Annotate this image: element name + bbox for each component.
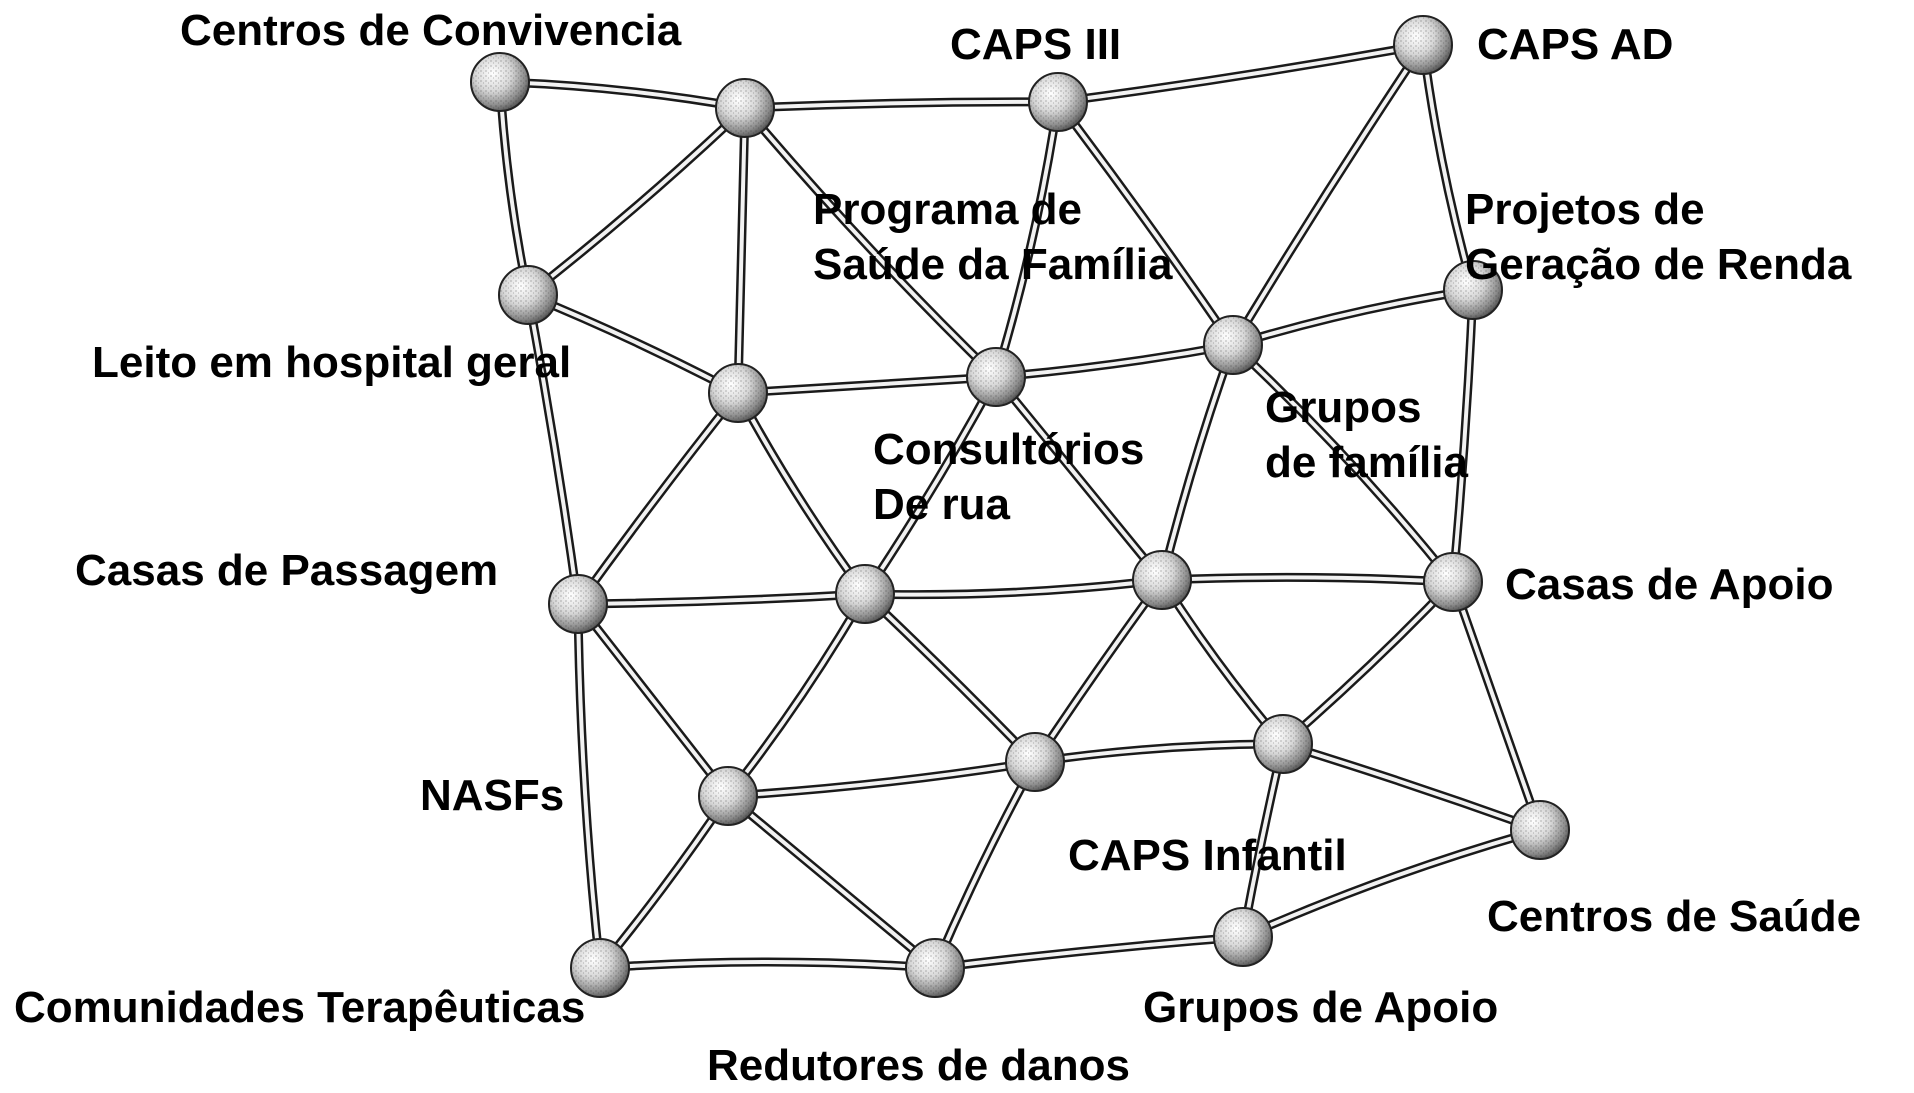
label-grupos-de-familia: Grupos de família [1265, 383, 1468, 487]
network-link [726, 794, 937, 970]
label-redutores-de-danos: Redutores de danos [707, 1041, 1130, 1090]
network-link [1421, 43, 1475, 292]
label-caps-infantil: CAPS Infantil [1068, 831, 1347, 880]
network-link-outline [573, 599, 605, 973]
node-texture [700, 768, 756, 824]
network-link [1451, 580, 1542, 832]
network-link [863, 592, 1037, 764]
label-casas-de-passagem: Casas de Passagem [75, 546, 499, 595]
network-link [743, 99, 1060, 110]
network-node [715, 78, 775, 138]
network-link [576, 602, 730, 798]
node-texture [717, 80, 773, 136]
network-node [1213, 907, 1273, 967]
label-grupos-de-apoio: Grupos de Apoio [1143, 983, 1499, 1032]
network-link [576, 602, 602, 970]
network-node [835, 564, 895, 624]
network-link [1231, 288, 1475, 347]
network-link-outline [723, 589, 870, 801]
network-link [1281, 742, 1542, 832]
network-link [1231, 343, 1455, 584]
label-leito-em-hospital-geral: Leito em hospital geral [92, 338, 572, 387]
node-texture [550, 576, 606, 632]
network-node [966, 347, 1026, 407]
node-texture [1255, 716, 1311, 772]
node-texture [1445, 262, 1501, 318]
network-link [994, 375, 1164, 582]
network-link-outline [1228, 285, 1478, 350]
node-texture [710, 365, 766, 421]
label-nasfs: NASFs [420, 771, 565, 820]
network-link [1241, 828, 1542, 939]
node-texture [1007, 734, 1063, 790]
network-node [548, 574, 608, 634]
label-centros-de-convivencia: Centros de Convivencia [180, 6, 682, 55]
node-texture [1425, 554, 1481, 610]
network-link [726, 760, 1037, 798]
network-node [570, 938, 630, 998]
label-consultorios-de-rua: Consultórios De rua [873, 425, 1145, 529]
node-texture [837, 566, 893, 622]
network-node [1203, 315, 1263, 375]
label-caps-iii: CAPS III [950, 20, 1122, 69]
network-node [1510, 800, 1570, 860]
network-node [905, 938, 965, 998]
network-node [698, 766, 758, 826]
network-link [576, 592, 867, 606]
network-link [526, 106, 747, 297]
network-node [1028, 72, 1088, 132]
network-link [933, 935, 1245, 970]
node-texture [1205, 317, 1261, 373]
network-node [708, 363, 768, 423]
network-link [863, 578, 1164, 597]
network-link [576, 391, 740, 606]
label-centros-de-saude: Centros de Saúde [1487, 892, 1862, 941]
network-node [498, 265, 558, 325]
network-node [1423, 552, 1483, 612]
label-comunidades-terapeuticas: Comunidades Terapêuticas [14, 983, 586, 1032]
network-link [1451, 288, 1475, 584]
network-link [1231, 43, 1425, 347]
network-link [736, 375, 998, 395]
network-link-outline [495, 77, 750, 113]
label-projetos-de-geracao-de-renda: Projetos de Geração de Renda [1465, 185, 1852, 289]
label-programa-de-saude-da-familia: Programa de Saúde da Família [813, 185, 1173, 289]
network-link-outline [733, 388, 870, 599]
node-texture [1030, 74, 1086, 130]
network-node [1393, 15, 1453, 75]
network-link [994, 100, 1060, 379]
network-node [1443, 260, 1503, 320]
network-link [863, 375, 998, 596]
node-texture [500, 267, 556, 323]
network-link [498, 80, 747, 110]
network-node [1005, 732, 1065, 792]
network-link [736, 106, 747, 395]
network-node [470, 52, 530, 112]
node-texture [1215, 909, 1271, 965]
network-link [1160, 343, 1235, 582]
node-texture [968, 349, 1024, 405]
label-casas-de-apoio: Casas de Apoio [1505, 560, 1834, 609]
network-link [743, 106, 998, 379]
network-node [1132, 550, 1192, 610]
network-link [1160, 575, 1455, 584]
node-texture [1134, 552, 1190, 608]
label-caps-ad: CAPS AD [1477, 20, 1674, 69]
network-link [1033, 742, 1285, 764]
node-texture [1512, 802, 1568, 858]
network-link [726, 592, 867, 798]
node-texture [907, 940, 963, 996]
network-link [598, 959, 937, 970]
network-link [1056, 43, 1425, 104]
network-link [1056, 100, 1235, 347]
network-link [1033, 578, 1164, 764]
node-texture [1395, 17, 1451, 73]
network-node [1253, 714, 1313, 774]
node-texture [472, 54, 528, 110]
network-link [526, 293, 580, 606]
node-texture [572, 940, 628, 996]
